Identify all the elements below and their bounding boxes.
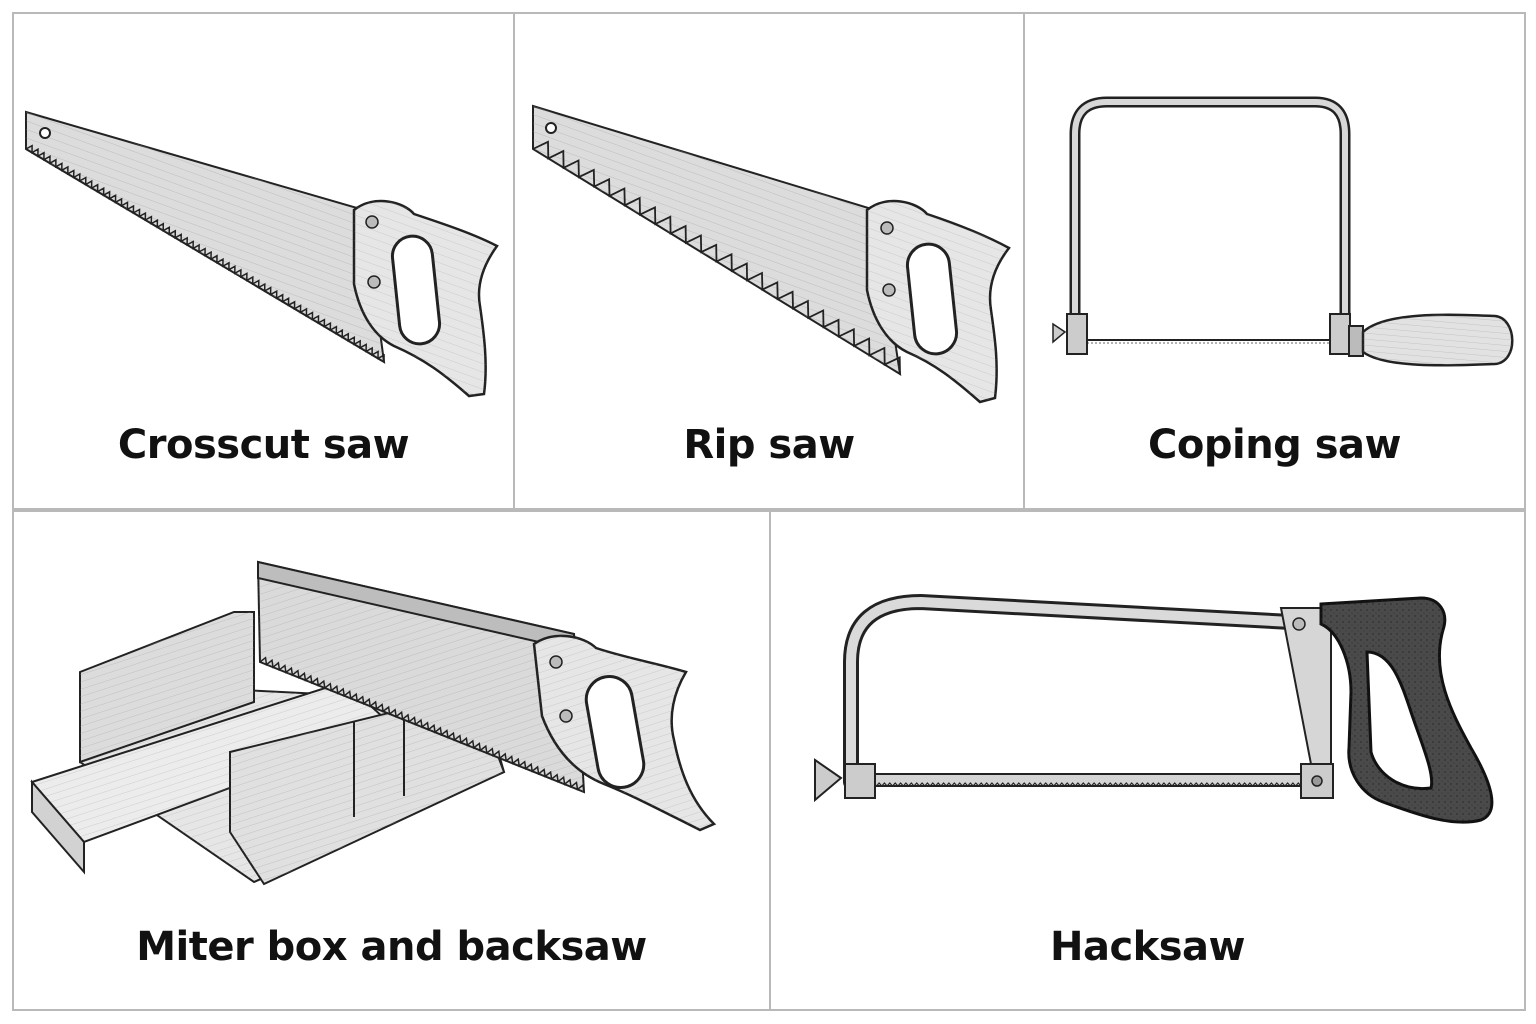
panel-crosscut-saw: Crosscut saw (12, 12, 515, 510)
panel-miter-box-backsaw: Miter box and backsaw (12, 510, 771, 1011)
rip-saw-icon (532, 104, 1011, 404)
panel-label-coping-saw: Coping saw (1148, 422, 1401, 468)
panel-label-rip-saw: Rip saw (683, 422, 855, 468)
coping-saw-icon (1052, 96, 1514, 367)
miter-box-backsaw-icon (30, 560, 717, 886)
panel-rip-saw: Rip saw (513, 12, 1025, 510)
crosscut-saw-icon (25, 110, 499, 398)
panel-hacksaw: Hacksaw (769, 510, 1526, 1011)
panel-label-hacksaw: Hacksaw (1049, 924, 1246, 970)
panel-label-crosscut-saw: Crosscut saw (117, 422, 410, 468)
panel-coping-saw: Coping saw (1023, 12, 1526, 510)
hacksaw-icon (814, 593, 1494, 824)
panel-label-miter-box-backsaw: Miter box and backsaw (136, 924, 647, 970)
